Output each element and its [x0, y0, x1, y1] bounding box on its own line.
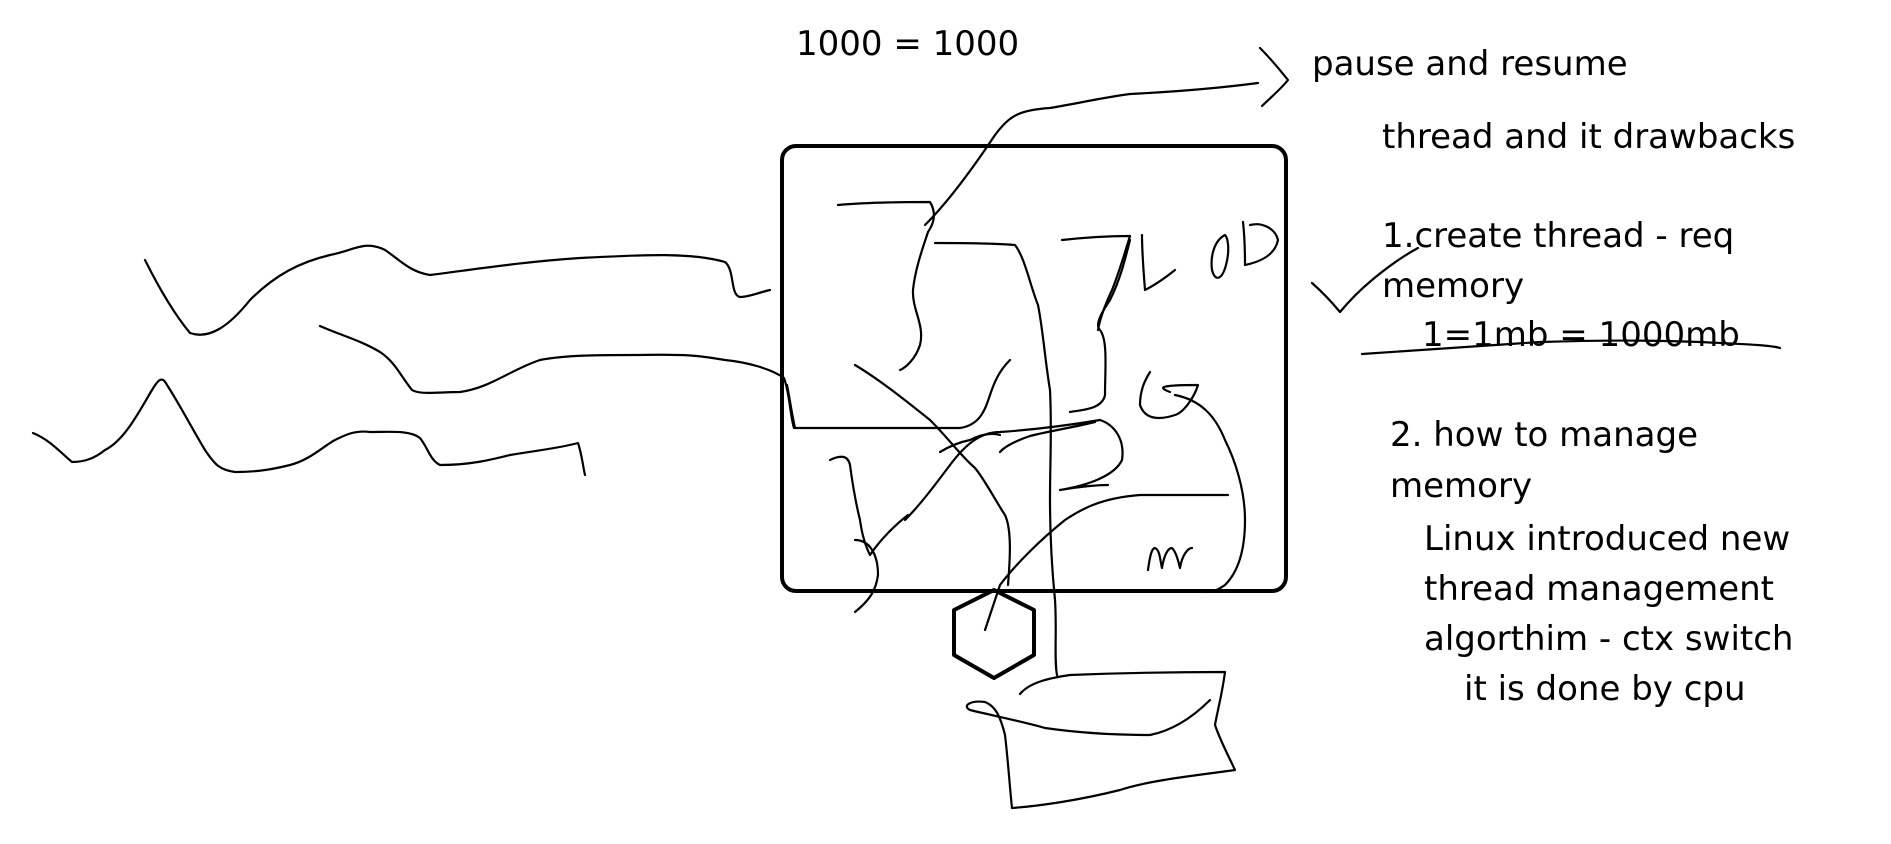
list-item-1-cont: memory [1382, 266, 1525, 306]
wavy-line-bottom [31, 378, 587, 477]
doodle-l [1140, 233, 1177, 292]
main-box [780, 144, 1288, 593]
m-scribble [1146, 546, 1194, 572]
inner-scribble-11 [828, 455, 910, 557]
inner-scribble-8 [983, 493, 1230, 632]
inner-scribble-5 [903, 418, 1102, 522]
notes-title: thread and it drawbacks [1382, 117, 1796, 157]
wavy-line-middle [318, 324, 796, 430]
heading-equation: 1000 = 1000 [796, 24, 1020, 64]
check-mark [1310, 246, 1420, 314]
inner-scribble-10 [1173, 393, 1247, 594]
inner-scribble-13 [938, 432, 1002, 454]
inner-scribble-1 [836, 200, 935, 372]
arrowhead [1258, 46, 1290, 108]
detail-line-4: it is done by cpu [1464, 669, 1746, 709]
detail-line-3: algorthim - ctx switch [1424, 619, 1794, 659]
doodle-d [1241, 220, 1280, 267]
doodle-o [1210, 233, 1230, 279]
inner-scribble-2 [933, 241, 1059, 677]
hexagon-shape [952, 588, 1036, 680]
inner-scribble-6 [1068, 238, 1132, 414]
detail-line-1: Linux introduced new [1424, 519, 1791, 559]
inner-scribble-7 [1058, 418, 1124, 492]
list-item-2: 2. how to manage [1390, 415, 1698, 455]
list-item-1: 1.create thread - req [1382, 216, 1735, 256]
detail-line-2: thread management [1424, 569, 1775, 609]
wavy-line-top [143, 244, 772, 336]
tub-shape [965, 670, 1237, 810]
inner-scribble-14 [998, 420, 1097, 454]
arrow-line [923, 81, 1260, 227]
list-item-2-cont: memory [1390, 466, 1533, 506]
inner-scribble-9 [1138, 370, 1200, 420]
strike-line [1360, 339, 1782, 356]
arrow-label: pause and resume [1312, 44, 1628, 84]
inner-scribble-4 [853, 363, 1011, 587]
inner-scribble-12 [853, 538, 880, 614]
doodle-seven [1060, 234, 1132, 332]
inner-scribble-3 [785, 358, 1012, 430]
list-item-1-struck: 1=1mb = 1000mb [1422, 315, 1740, 355]
